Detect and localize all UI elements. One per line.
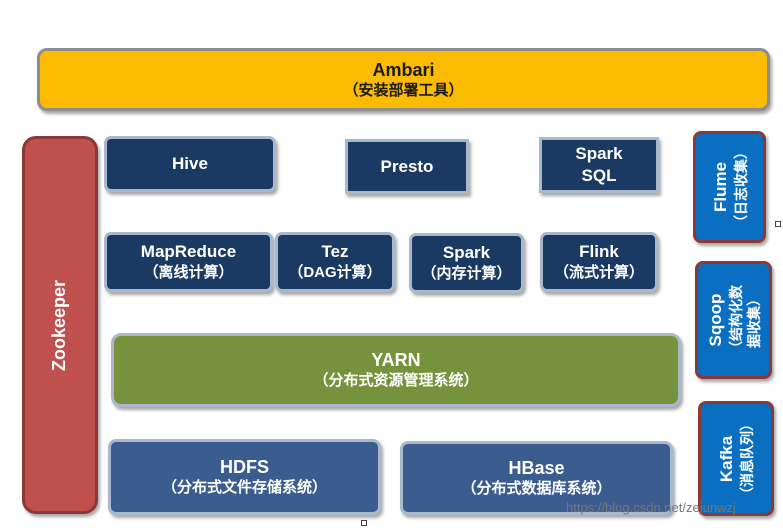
yarn-title: YARN xyxy=(371,350,421,370)
zookeeper-title: Zookeeper xyxy=(49,279,70,371)
spark-box: Spark （内存计算） xyxy=(409,233,524,293)
hbase-subtitle: （分布式数据库系统） xyxy=(461,480,612,497)
hdfs-subtitle: （分布式文件存储系统） xyxy=(161,479,327,496)
hbase-title: HBase xyxy=(508,458,565,478)
flume-title: Flume xyxy=(710,161,730,213)
tez-box: Tez （DAG计算） xyxy=(275,232,395,292)
sqoop-subtitle-line2: 据收集） xyxy=(745,292,762,348)
flink-title: Flink xyxy=(579,242,619,261)
presto-box: Presto xyxy=(345,139,469,194)
mapreduce-subtitle: （离线计算） xyxy=(143,264,234,281)
mapreduce-title: MapReduce xyxy=(140,242,237,261)
hdfs-title: HDFS xyxy=(220,457,269,477)
zookeeper-box: Zookeeper xyxy=(22,136,98,514)
mapreduce-box: MapReduce （离线计算） xyxy=(104,232,273,292)
kafka-box: Kafka （消息队列） xyxy=(698,401,774,516)
ambari-subtitle: （安装部署工具） xyxy=(343,81,464,99)
kafka-title: Kafka xyxy=(717,435,736,482)
sqoop-box: Sqoop （结构化数 据收集） xyxy=(695,261,772,379)
watermark-text: https://blog.csdn.net/zejunwzj xyxy=(566,500,736,515)
selection-handle xyxy=(775,221,781,227)
kafka-subtitle: （消息队列） xyxy=(739,416,755,501)
ambari-box: Ambari （安装部署工具） xyxy=(37,48,770,111)
selection-handle xyxy=(361,520,367,526)
hdfs-box: HDFS （分布式文件存储系统） xyxy=(108,439,381,515)
spark-title: Spark xyxy=(442,243,491,262)
presto-title: Presto xyxy=(380,156,434,176)
spark-sql-box: Spark SQL xyxy=(539,137,659,193)
sqoop-subtitle-line1: （结构化数 xyxy=(727,285,744,355)
spark-subtitle: （内存计算） xyxy=(421,265,512,282)
yarn-subtitle: （分布式资源管理系统） xyxy=(313,372,479,389)
ambari-title: Ambari xyxy=(372,59,435,80)
hive-box: Hive xyxy=(104,136,276,192)
yarn-box: YARN （分布式资源管理系统） xyxy=(111,333,681,407)
tez-title: Tez xyxy=(321,242,349,261)
flink-subtitle: （流式计算） xyxy=(553,264,644,281)
sqoop-title: Sqoop xyxy=(705,293,725,347)
tez-subtitle: （DAG计算） xyxy=(288,264,382,281)
spark-sql-title-line1: Spark xyxy=(575,144,623,163)
hbase-box: HBase （分布式数据库系统） xyxy=(400,441,673,515)
flume-box: Flume （日志收集） xyxy=(693,131,766,243)
flume-subtitle: （日志收集） xyxy=(732,145,749,229)
hive-title: Hive xyxy=(172,154,208,173)
flink-box: Flink （流式计算） xyxy=(540,232,658,292)
spark-sql-title-line2: SQL xyxy=(581,166,617,185)
